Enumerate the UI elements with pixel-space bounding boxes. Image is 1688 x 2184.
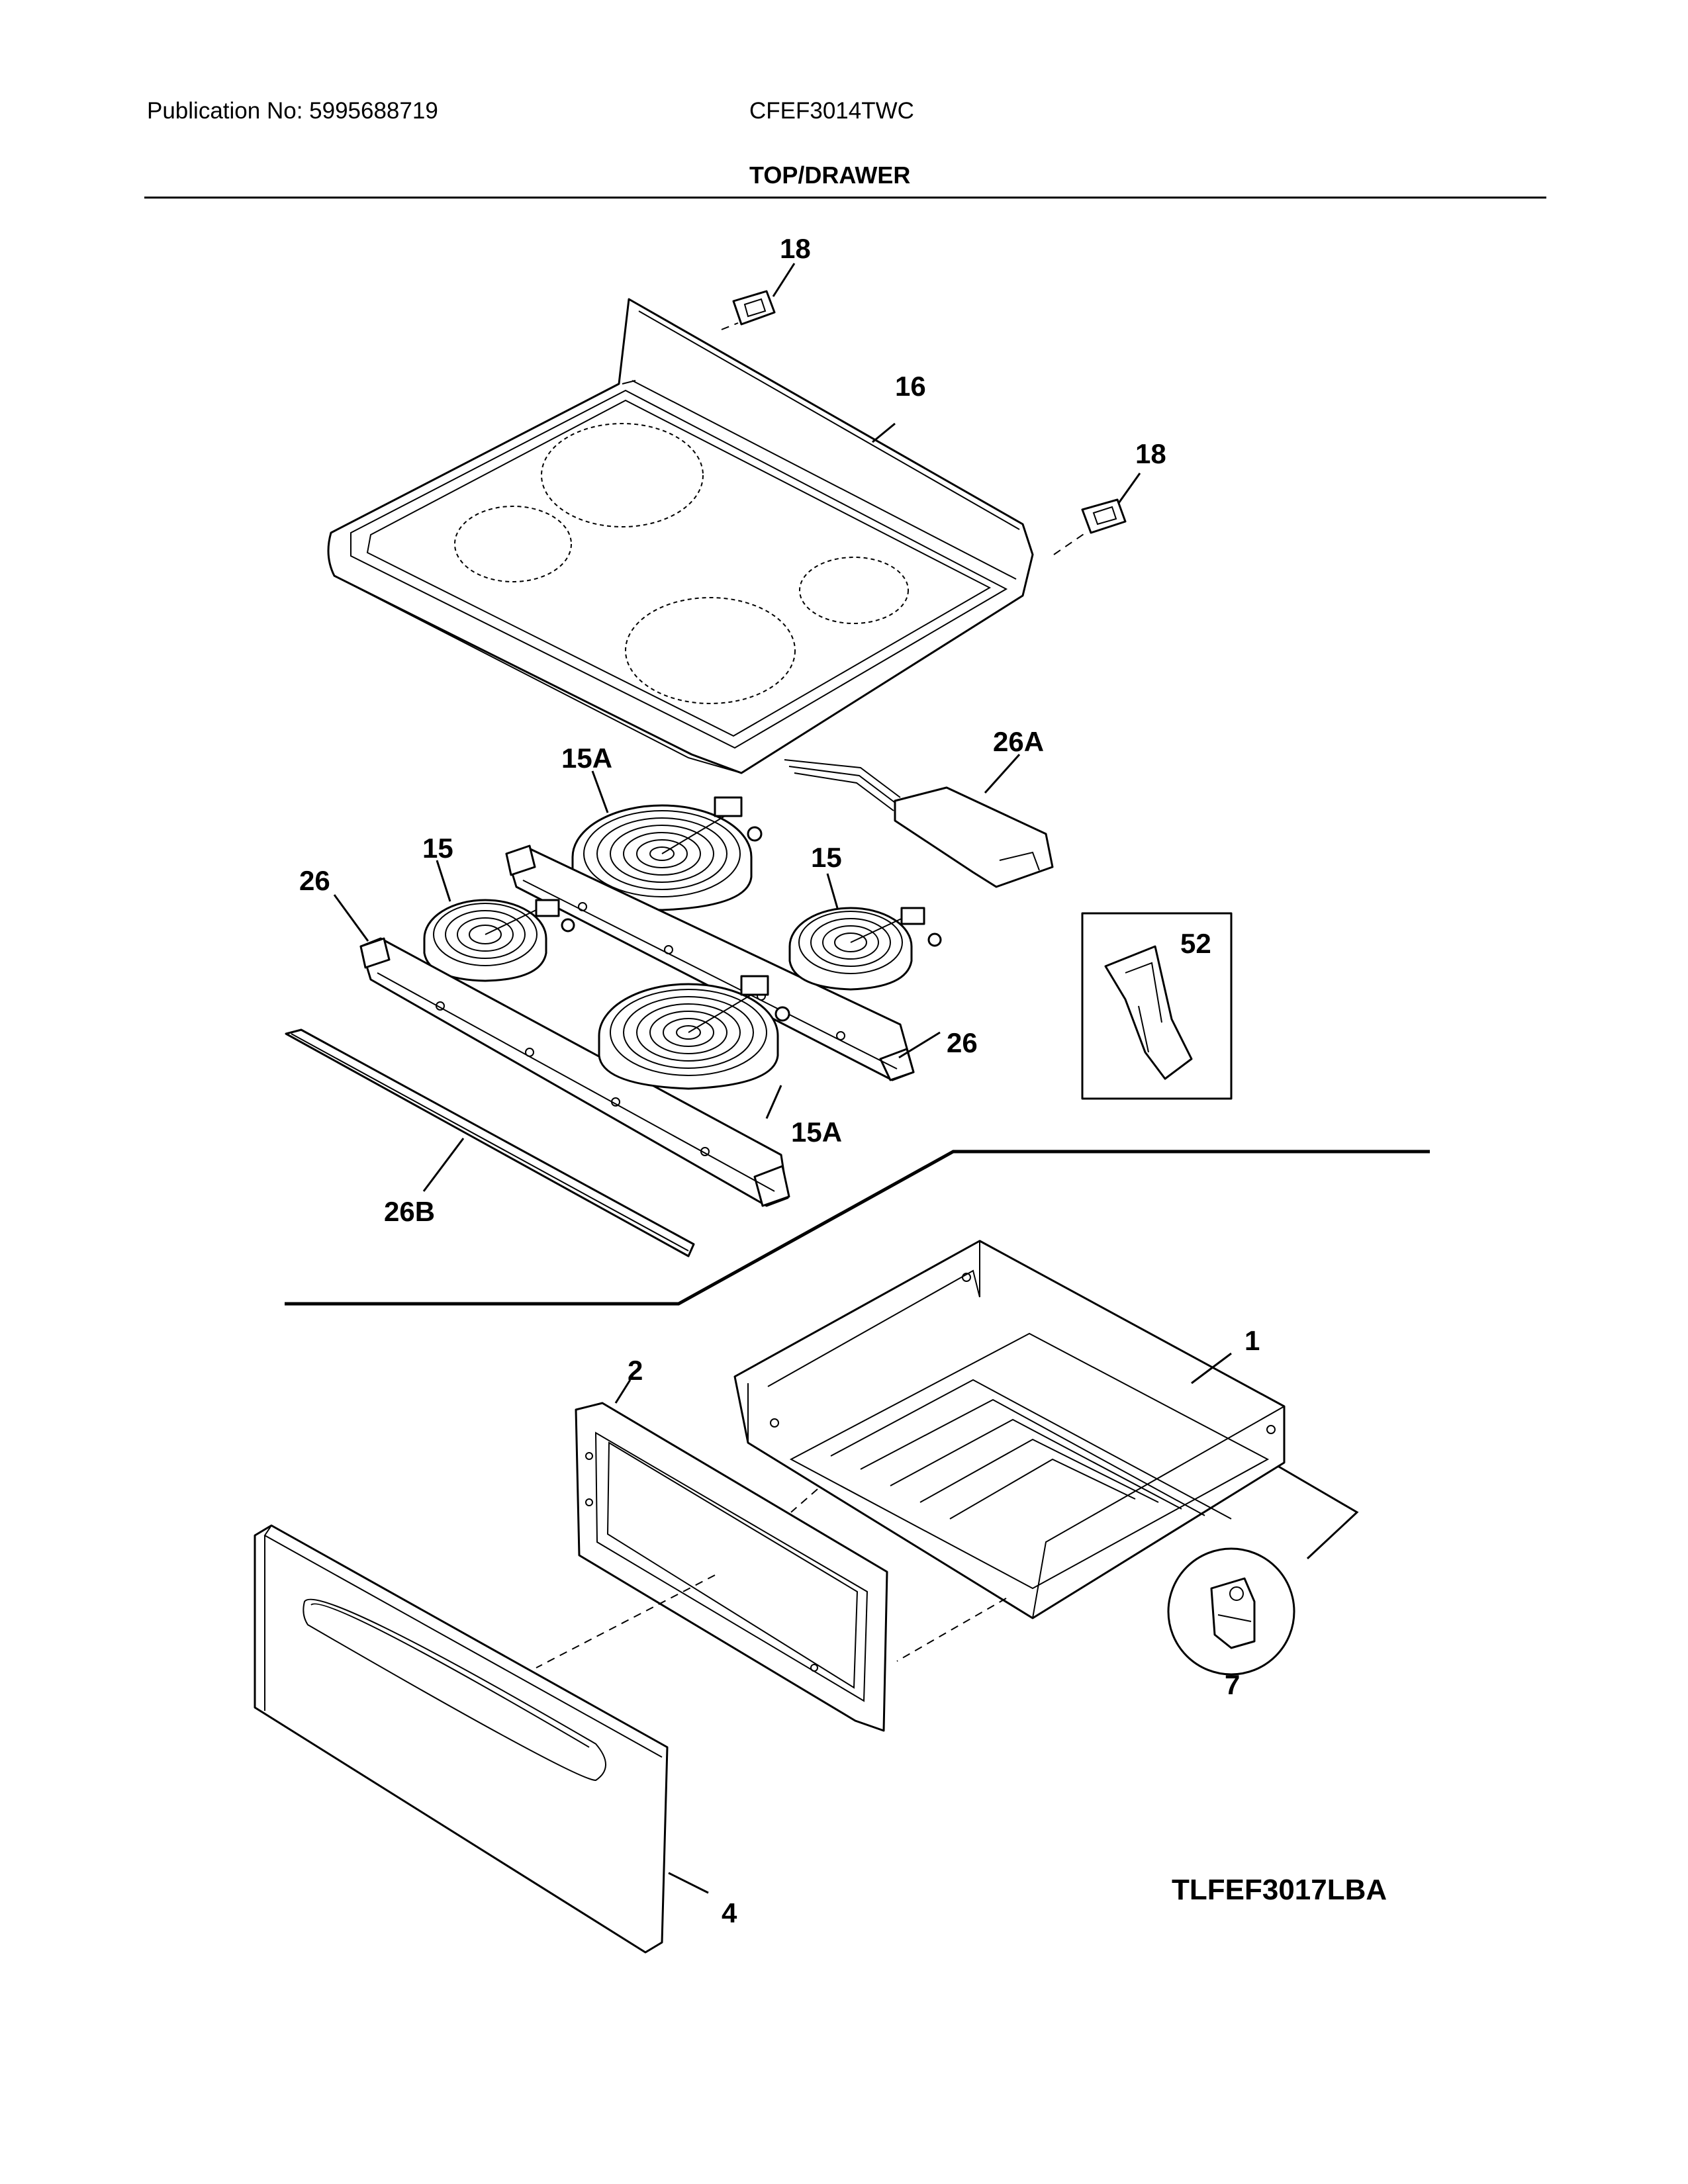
callout-26-left: 26 [299,865,330,896]
drawer-front-4 [254,1524,709,1954]
support-bracket-26-left [333,894,790,1207]
callout-7: 7 [1225,1669,1240,1700]
section-divider-line [285,1150,1430,1306]
wire-harness-26A [784,753,1054,888]
callout-18-top: 18 [780,233,811,264]
callout-15A-bottom: 15A [791,1116,842,1148]
bracket-18-right [1053,473,1141,555]
callout-2: 2 [628,1355,643,1386]
bracket-18-left [721,263,796,330]
surface-element-15-right [788,873,942,991]
drawer-body-1 [733,1240,1359,1662]
cooktop-glass-top [327,298,1034,774]
drawer-inner-panel-2 [536,1379,888,1732]
callout-15-right: 15 [811,842,842,873]
inset-box-52 [1081,912,1233,1100]
support-bracket-26-right [505,844,941,1081]
callout-26B: 26B [384,1196,435,1227]
callout-4: 4 [722,1897,737,1929]
section-title: TOP/DRAWER [749,161,911,189]
callout-15A-top: 15A [561,743,612,774]
header-rule [144,197,1546,199]
trim-strip-26B [285,1028,695,1257]
diagram-code: TLFEF3017LBA [1172,1874,1387,1906]
callout-26A: 26A [993,726,1044,757]
surface-element-15-left [423,860,575,982]
publication-number: Publication No: 5995688719 [147,98,438,124]
callout-16: 16 [895,371,926,402]
callout-18-right: 18 [1135,438,1166,469]
callout-15-left: 15 [422,833,453,864]
callout-26-right: 26 [947,1027,978,1058]
inset-circle-7 [1167,1547,1295,1676]
surface-element-15A-bottom [598,975,790,1119]
callout-52: 52 [1180,928,1211,959]
model-number: CFEF3014TWC [749,98,914,124]
leader-16 [872,422,896,443]
callout-1: 1 [1244,1325,1260,1356]
